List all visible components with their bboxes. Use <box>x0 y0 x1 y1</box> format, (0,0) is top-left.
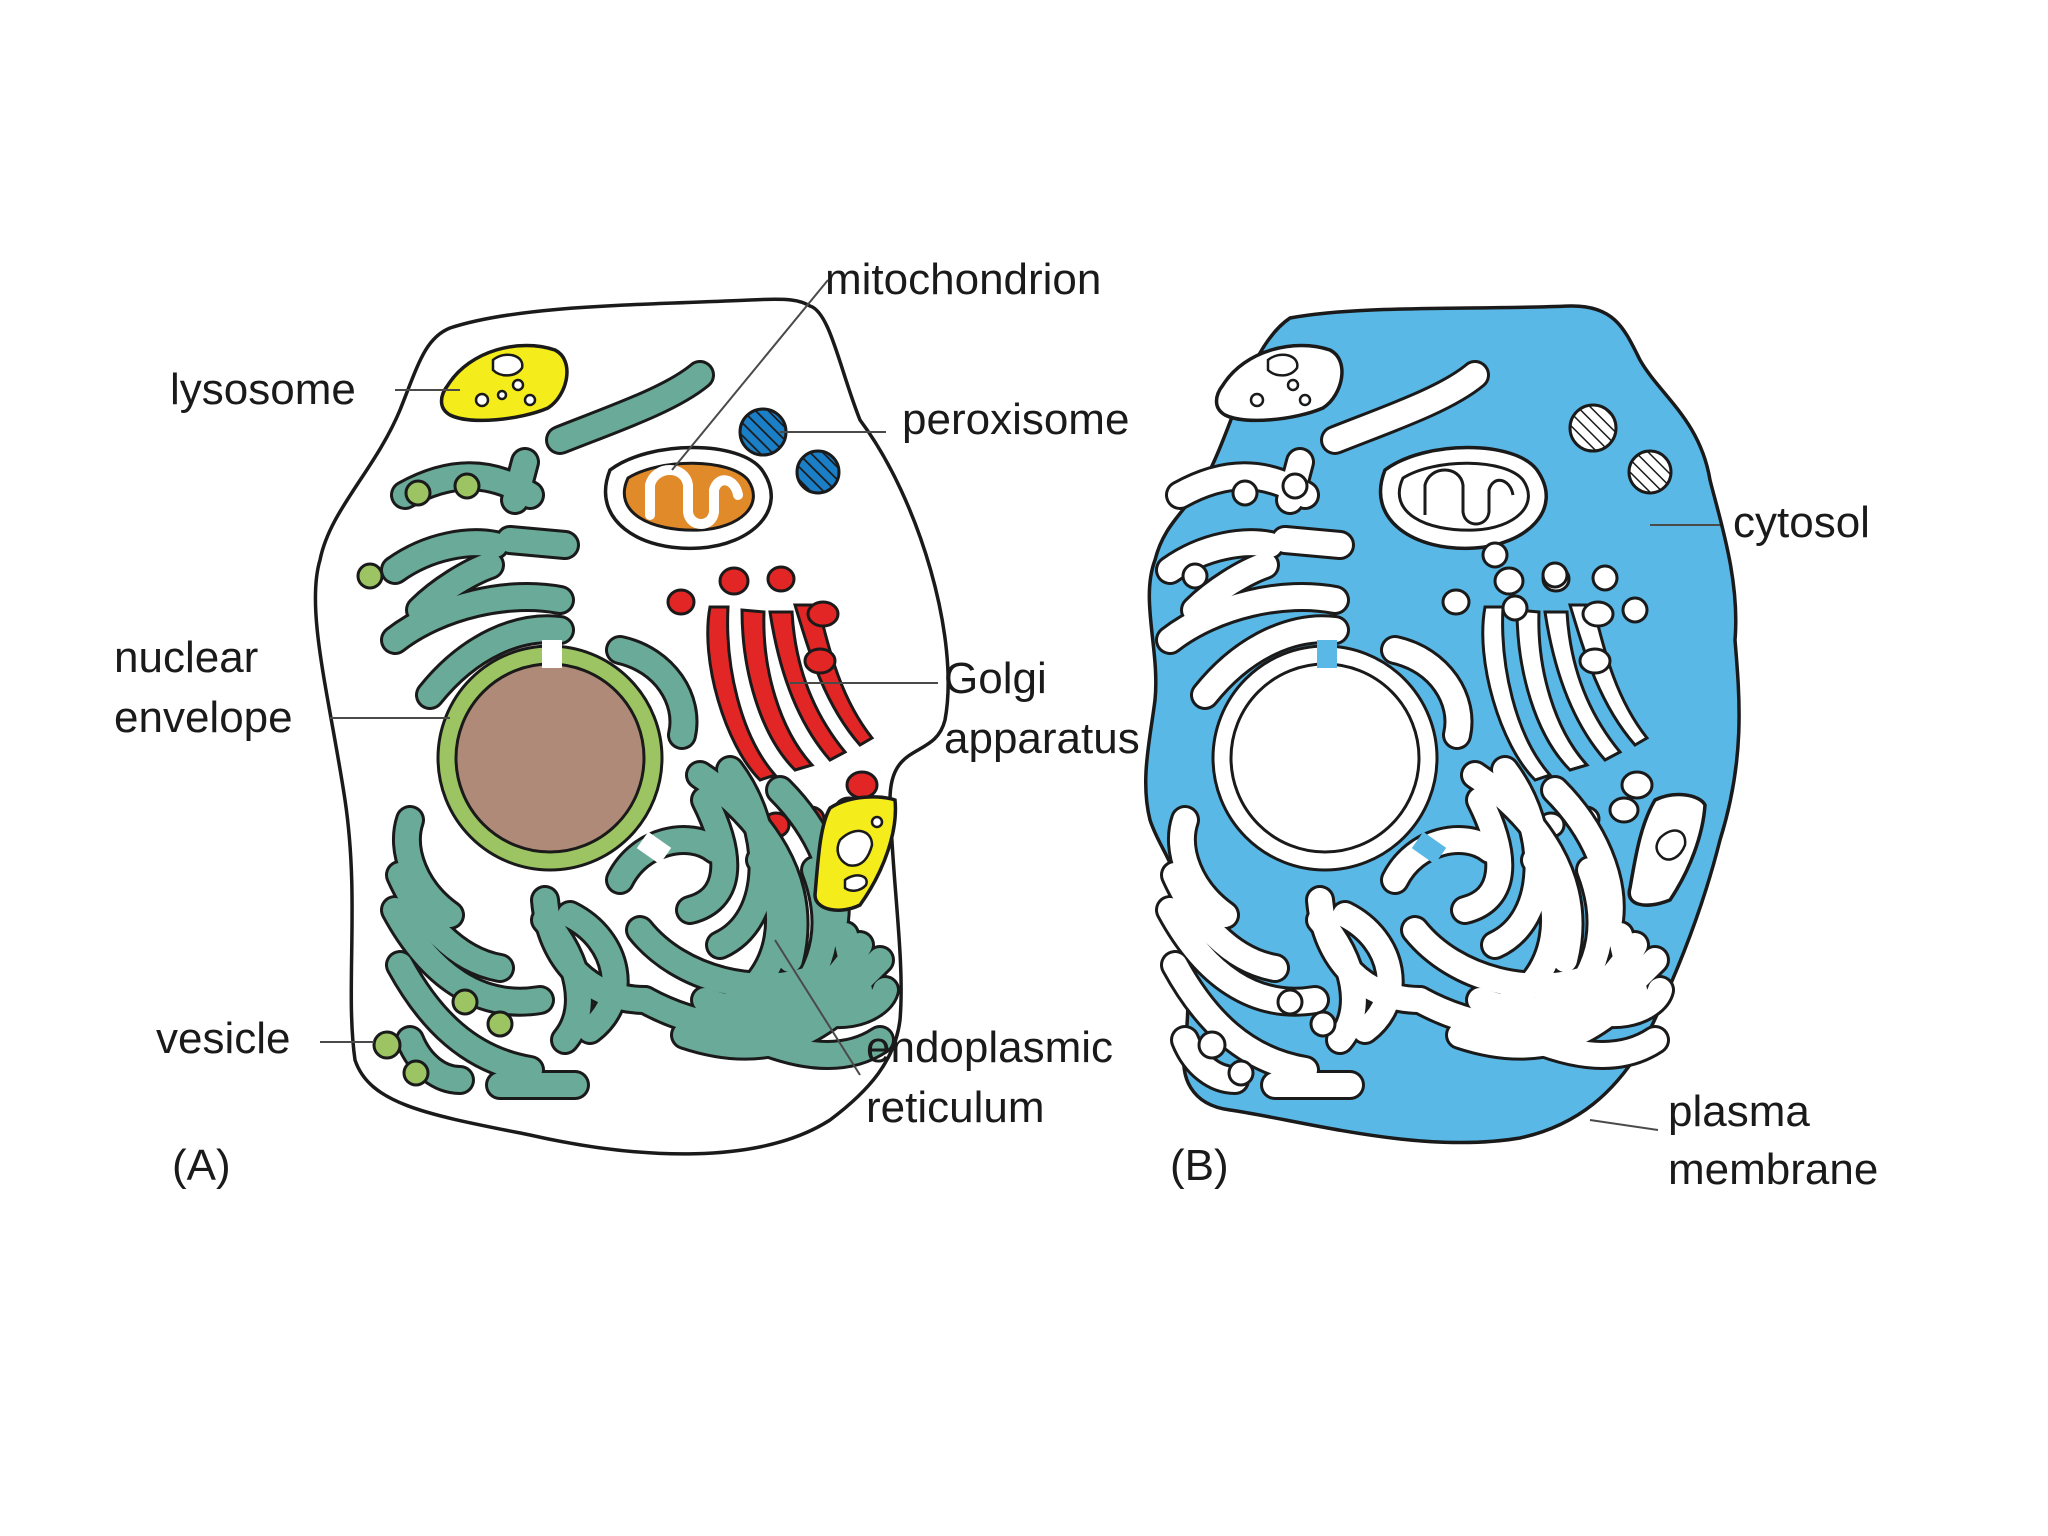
label-nuclear-envelope-line1: nuclear <box>114 633 258 682</box>
nuclear-pore <box>636 831 672 865</box>
label-cytosol: cytosol <box>1733 498 1870 547</box>
label-vesicle: vesicle <box>156 1014 291 1063</box>
panel-a-leader-lines <box>320 279 938 1076</box>
label-nuclear-envelope-line2: envelope <box>114 693 293 742</box>
nucleus-interior <box>454 662 646 854</box>
golgi-vesicle <box>803 647 837 675</box>
panel-b-leader-lines <box>1589 524 1720 1131</box>
label-golgi-line2: apparatus <box>944 714 1140 763</box>
golgi-vesicle <box>718 566 750 596</box>
golgi-vesicle <box>806 600 840 628</box>
label-lysosome: lysosome <box>170 365 356 414</box>
golgi-cisterna <box>768 610 848 762</box>
nucleus <box>436 640 672 872</box>
golgi-vesicle <box>845 770 879 800</box>
vesicle <box>356 562 384 590</box>
lysosome <box>813 795 898 912</box>
peroxisome <box>795 449 841 495</box>
mitochondrion <box>603 445 773 551</box>
label-plasma-membrane-line2: membrane <box>1668 1145 1878 1194</box>
vesicles <box>356 472 514 1087</box>
cell-b-organelles <box>1170 343 1707 1085</box>
panel-a-tag: (A) <box>172 1141 231 1190</box>
nuclear-pore <box>542 640 562 668</box>
label-mitochondrion: mitochondrion <box>825 255 1101 304</box>
panel-b-tag: (B) <box>1170 1141 1229 1190</box>
vesicle <box>486 1010 514 1038</box>
vesicle <box>402 1059 430 1087</box>
vesicle <box>404 479 432 507</box>
label-peroxisome: peroxisome <box>902 395 1129 444</box>
golgi-cisterna <box>740 608 815 772</box>
lysosome <box>439 343 569 423</box>
label-er-line2: reticulum <box>866 1083 1045 1132</box>
golgi-cisterna <box>706 605 778 782</box>
golgi-vesicle <box>766 565 796 593</box>
label-plasma-membrane-line1: plasma <box>1668 1087 1810 1136</box>
vesicle <box>372 1030 402 1060</box>
label-er-line1: endoplasmic <box>866 1023 1113 1072</box>
golgi-vesicle <box>666 588 696 616</box>
panel-a: mitochondrion lysosome peroxisome nuclea… <box>114 255 1140 1190</box>
vesicle <box>453 472 481 500</box>
vesicle <box>451 988 479 1016</box>
panel-b: cytosol plasma membrane (B) <box>1143 304 1878 1194</box>
peroxisome <box>738 407 788 457</box>
label-golgi-line1: Golgi <box>944 654 1047 703</box>
